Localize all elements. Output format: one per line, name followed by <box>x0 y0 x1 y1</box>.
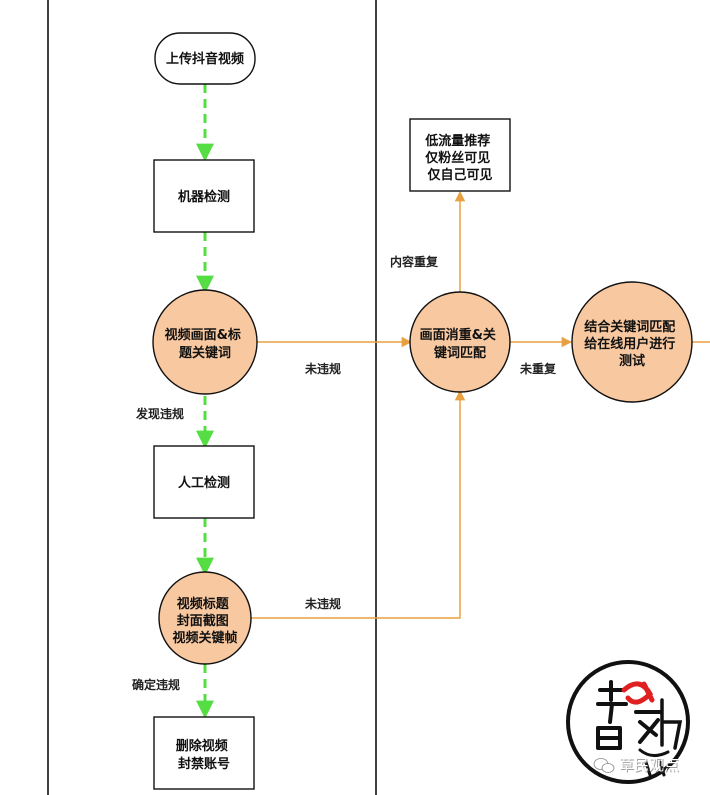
node-machine-check: 机器检测 <box>153 159 255 233</box>
node-manual-check-text: 人工检测 <box>178 475 230 491</box>
node-visual-keywords: 视频画面&标 题关键词 <box>152 289 258 395</box>
watermark-seal <box>566 660 690 784</box>
node-dedupe: 画面消重&关 键词匹配 <box>409 291 511 393</box>
node-online-test: 结合关键词匹配 给在线用户进行 测试 <box>571 281 693 403</box>
node-upload-text: 上传抖音视频 <box>166 51 244 67</box>
watermark-logo <box>566 660 690 784</box>
node-ban-text: 删除视频 封禁账号 <box>176 738 233 772</box>
label-not-violating-1: 未违规 <box>304 361 341 376</box>
label-confirmed-violation: 确定违规 <box>132 677 180 692</box>
watermark-caption-shadow: 草民观点 <box>620 757 680 775</box>
watermark-caption-text: 草民观点 <box>619 756 679 774</box>
node-ban: 删除视频 封禁账号 <box>153 716 255 790</box>
label-not-violating-2: 未违规 <box>304 596 341 611</box>
node-machine-check-text: 机器检测 <box>178 189 230 205</box>
label-content-repeat: 内容重复 <box>390 254 439 269</box>
label-found-violation: 发现违规 <box>135 406 184 421</box>
node-low-traffic-text: 低流量推荐 仅粉丝可见 仅自己可见 <box>424 133 495 183</box>
node-upload: 上传抖音视频 <box>154 32 256 85</box>
node-visual-keywords-text: 视频画面&标 题关键词 <box>165 327 246 361</box>
node-online-test-text: 结合关键词匹配 给在线用户进行 测试 <box>584 319 680 369</box>
node-cover-frames-text: 视频标题 封面截图 视频关键帧 <box>172 596 237 646</box>
label-not-repeat: 未重复 <box>519 361 557 376</box>
node-cover-frames: 视频标题 封面截图 视频关键帧 <box>158 571 252 665</box>
watermark-caption: 草民观点 草民观点 <box>593 756 680 775</box>
arrow-cover-to-dedupe <box>250 389 466 619</box>
node-manual-check: 人工检测 <box>153 445 255 519</box>
node-low-traffic: 低流量推荐 仅粉丝可见 仅自己可见 <box>409 118 511 192</box>
node-dedupe-text: 画面消重&关 键词匹配 <box>420 327 501 361</box>
wechat-icon <box>593 758 615 773</box>
